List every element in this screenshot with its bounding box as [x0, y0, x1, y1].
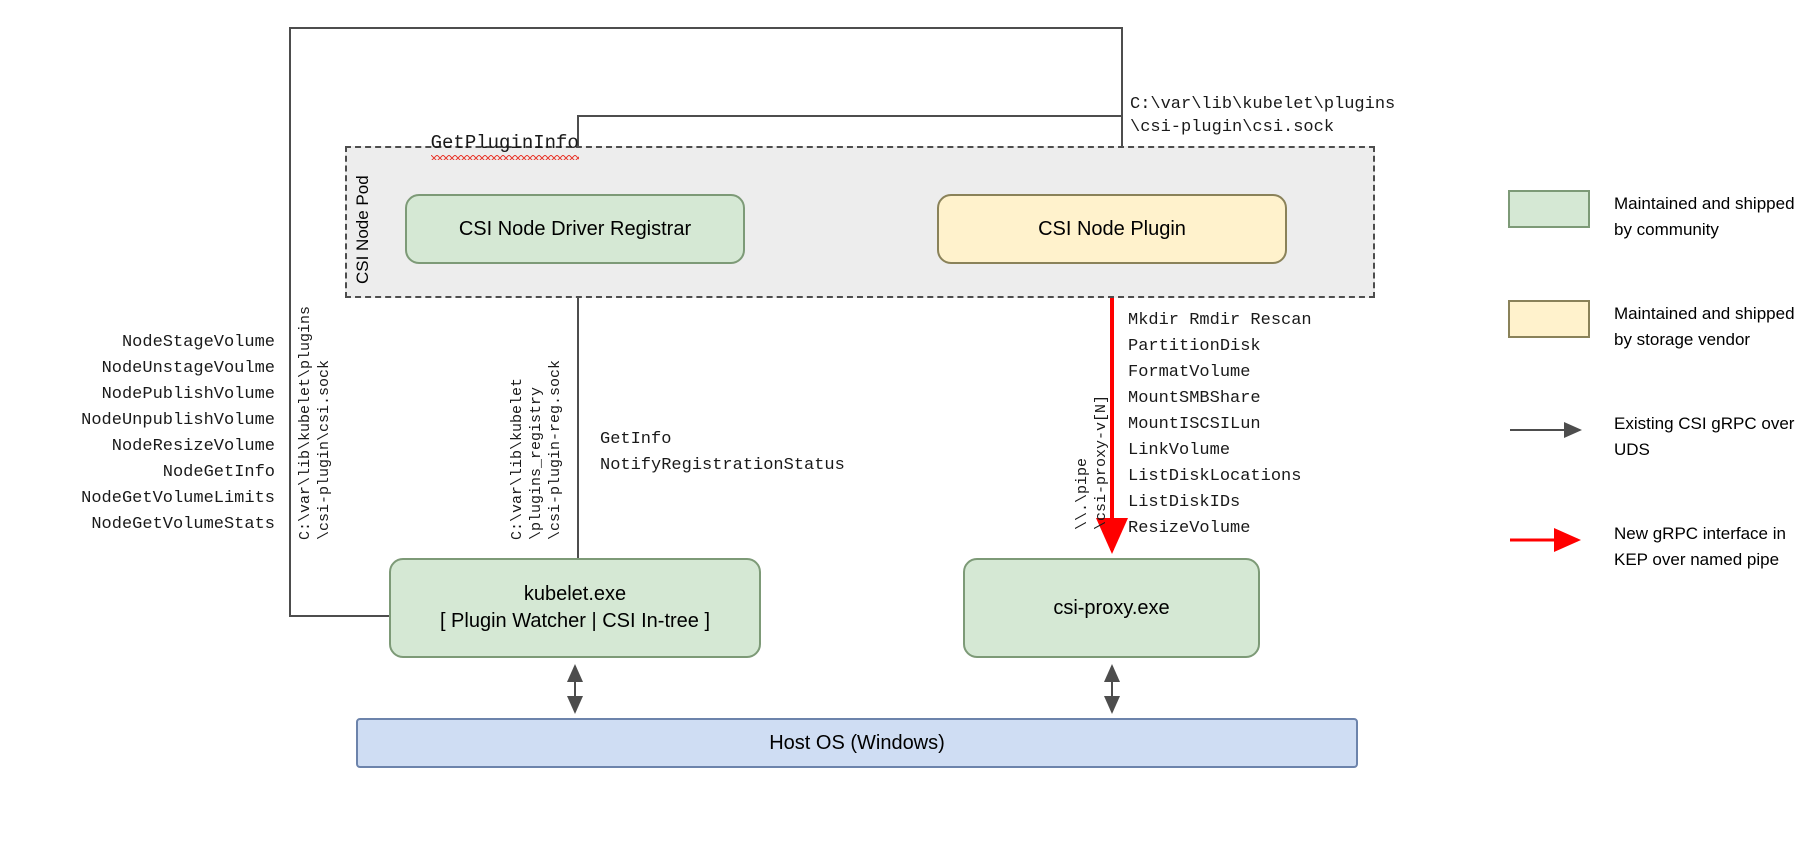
kubelet-exe-label: kubelet.exe: [523, 583, 627, 605]
kubelet-exe-box[interactable]: kubelet.exe [ Plugin Watcher | CSI In-tr…: [389, 558, 761, 658]
legend-arrow-gray-slot: [1508, 410, 1590, 448]
csi-node-driver-registrar-box[interactable]: CSI Node Driver Registrar: [405, 194, 745, 264]
host-os-label: Host OS (Windows): [769, 731, 945, 754]
get-plugin-info-text: GetPluginInfo: [430, 132, 580, 160]
legend-swatch-yellow: [1508, 300, 1590, 338]
legend-item-community: Maintained and shipped by community: [1508, 190, 1808, 243]
legend-label-existing-uds: Existing CSI gRPC over UDS: [1614, 414, 1795, 459]
kubelet-exe-sublabel: [ Plugin Watcher | CSI In-tree ]: [439, 610, 711, 632]
legend-label-community: Maintained and shipped by community: [1614, 194, 1795, 239]
csi-sock-path-label: C:\var\lib\kubelet\plugins \csi-plugin\c…: [1130, 95, 1396, 137]
legend-item-existing-uds: Existing CSI gRPC over UDS: [1508, 410, 1808, 463]
legend-item-new-named-pipe: New gRPC interface in KEP over named pip…: [1508, 520, 1808, 573]
registration-rpc-list: GetInfo NotifyRegistrationStatus: [600, 430, 845, 475]
csi-node-pod-label: CSI Node Pod: [353, 175, 372, 284]
csi-proxy-operations-list: Mkdir Rmdir Rescan PartitionDisk FormatV…: [1128, 311, 1312, 538]
plugin-registry-sock-vertical-label: C:\var\lib\kubelet \plugins_registry \cs…: [509, 359, 564, 540]
csi-sock-path-vertical-label: C:\var\lib\kubelet\plugins \csi-plugin\c…: [297, 305, 333, 540]
named-pipe-vertical-label: \\.\pipe \csi-proxy-v[N]: [1074, 394, 1110, 530]
gray-arrow-icon: [1510, 422, 1582, 438]
csi-node-driver-registrar-label: CSI Node Driver Registrar: [458, 217, 692, 240]
legend-label-new-named-pipe: New gRPC interface in KEP over named pip…: [1614, 524, 1786, 569]
get-plugin-info-label: GetPluginInfo: [385, 110, 580, 178]
red-arrow-icon: [1510, 528, 1581, 552]
csi-proxy-exe-box[interactable]: csi-proxy.exe: [963, 558, 1260, 658]
csi-node-plugin-box[interactable]: CSI Node Plugin: [937, 194, 1287, 264]
legend-item-storage-vendor: Maintained and shipped by storage vendor: [1508, 300, 1808, 353]
csi-node-plugin-label: CSI Node Plugin: [1038, 217, 1186, 240]
host-os-box[interactable]: Host OS (Windows): [356, 718, 1358, 768]
csi-proxy-exe-label: csi-proxy.exe: [1053, 596, 1170, 619]
legend-label-storage-vendor: Maintained and shipped by storage vendor: [1614, 304, 1795, 349]
legend-arrow-red-slot: [1508, 520, 1590, 558]
legend-swatch-green: [1508, 190, 1590, 228]
node-service-rpc-list: NodeStageVolume NodeUnstageVoulme NodePu…: [81, 333, 275, 534]
